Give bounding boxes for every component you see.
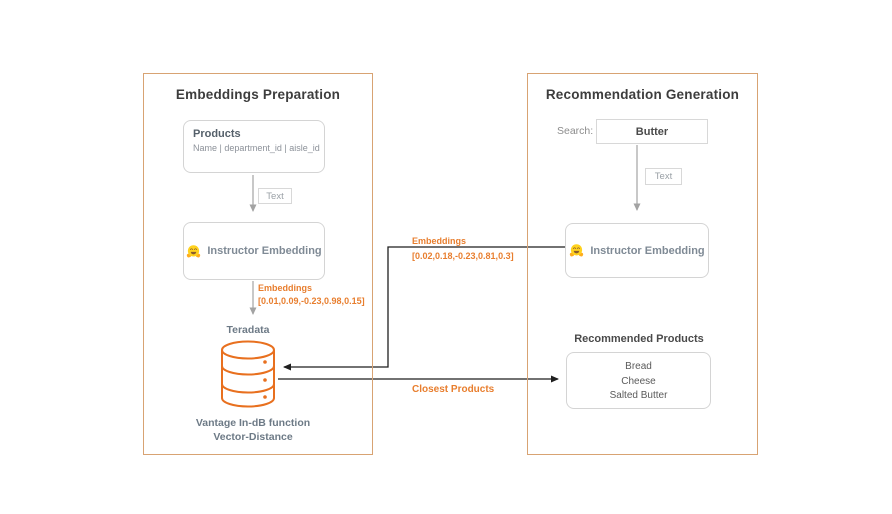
search-label: Search:: [557, 125, 594, 137]
right-panel-title: Recommendation Generation: [545, 87, 740, 102]
embeddings-label-left: Embeddings: [258, 283, 313, 293]
instructor-embedding-box-left: Instructor Embedding: [183, 222, 325, 280]
instructor-embedding-label-right: Instructor Embedding: [590, 244, 705, 257]
panel-recommendation-generation: Recommendation Generation: [527, 73, 758, 455]
panel-embeddings-preparation: Embeddings Preparation: [143, 73, 373, 455]
recommended-item: Cheese: [621, 375, 656, 387]
database-icon: [221, 340, 275, 408]
embeddings-note-left: Embeddings [0.01,0.09,-0.23,0.98,0.15]: [258, 282, 365, 308]
left-panel-title: Embeddings Preparation: [175, 87, 341, 102]
products-title: Products: [193, 128, 241, 140]
database-title: Teradata: [226, 324, 270, 336]
embeddings-label-middle: Embeddings: [412, 236, 467, 246]
recommended-products-title: Recommended Products: [574, 333, 704, 345]
database-caption-line1: Vantage In-dB function: [195, 417, 311, 429]
closest-products-label: Closest Products: [412, 384, 495, 395]
wire-embeddings-to-database: [283, 246, 565, 371]
database-caption-line2: Vector-Distance: [213, 431, 293, 443]
embeddings-vector-left: [0.01,0.09,-0.23,0.98,0.15]: [258, 296, 365, 306]
recommended-products-box: Bread Cheese Salted Butter: [566, 352, 711, 409]
recommended-item: Salted Butter: [609, 390, 668, 401]
search-input-value: Butter: [635, 125, 669, 138]
text-tag-right: Text: [645, 168, 682, 185]
products-box: Products Name | department_id | aisle_id: [183, 120, 325, 173]
recommended-item: Bread: [625, 361, 652, 372]
text-tag-right-label: Text: [654, 171, 673, 182]
embeddings-note-middle: Embeddings [0.02,0.18,-0.23,0.81,0.3]: [412, 235, 514, 263]
embeddings-vector-middle: [0.02,0.18,-0.23,0.81,0.3]: [412, 251, 514, 261]
search-input[interactable]: Butter: [596, 119, 708, 144]
hugging-face-icon: [187, 244, 201, 257]
text-tag-left-label: Text: [266, 190, 284, 202]
text-tag-left: Text: [258, 188, 292, 204]
database-caption: Vantage In-dB function Vector-Distance: [163, 416, 343, 444]
hugging-face-icon: [570, 244, 584, 257]
products-columns: Name | department_id | aisle_id: [193, 143, 320, 153]
instructor-embedding-label-left: Instructor Embedding: [207, 245, 322, 257]
instructor-embedding-box-right: Instructor Embedding: [565, 223, 709, 278]
